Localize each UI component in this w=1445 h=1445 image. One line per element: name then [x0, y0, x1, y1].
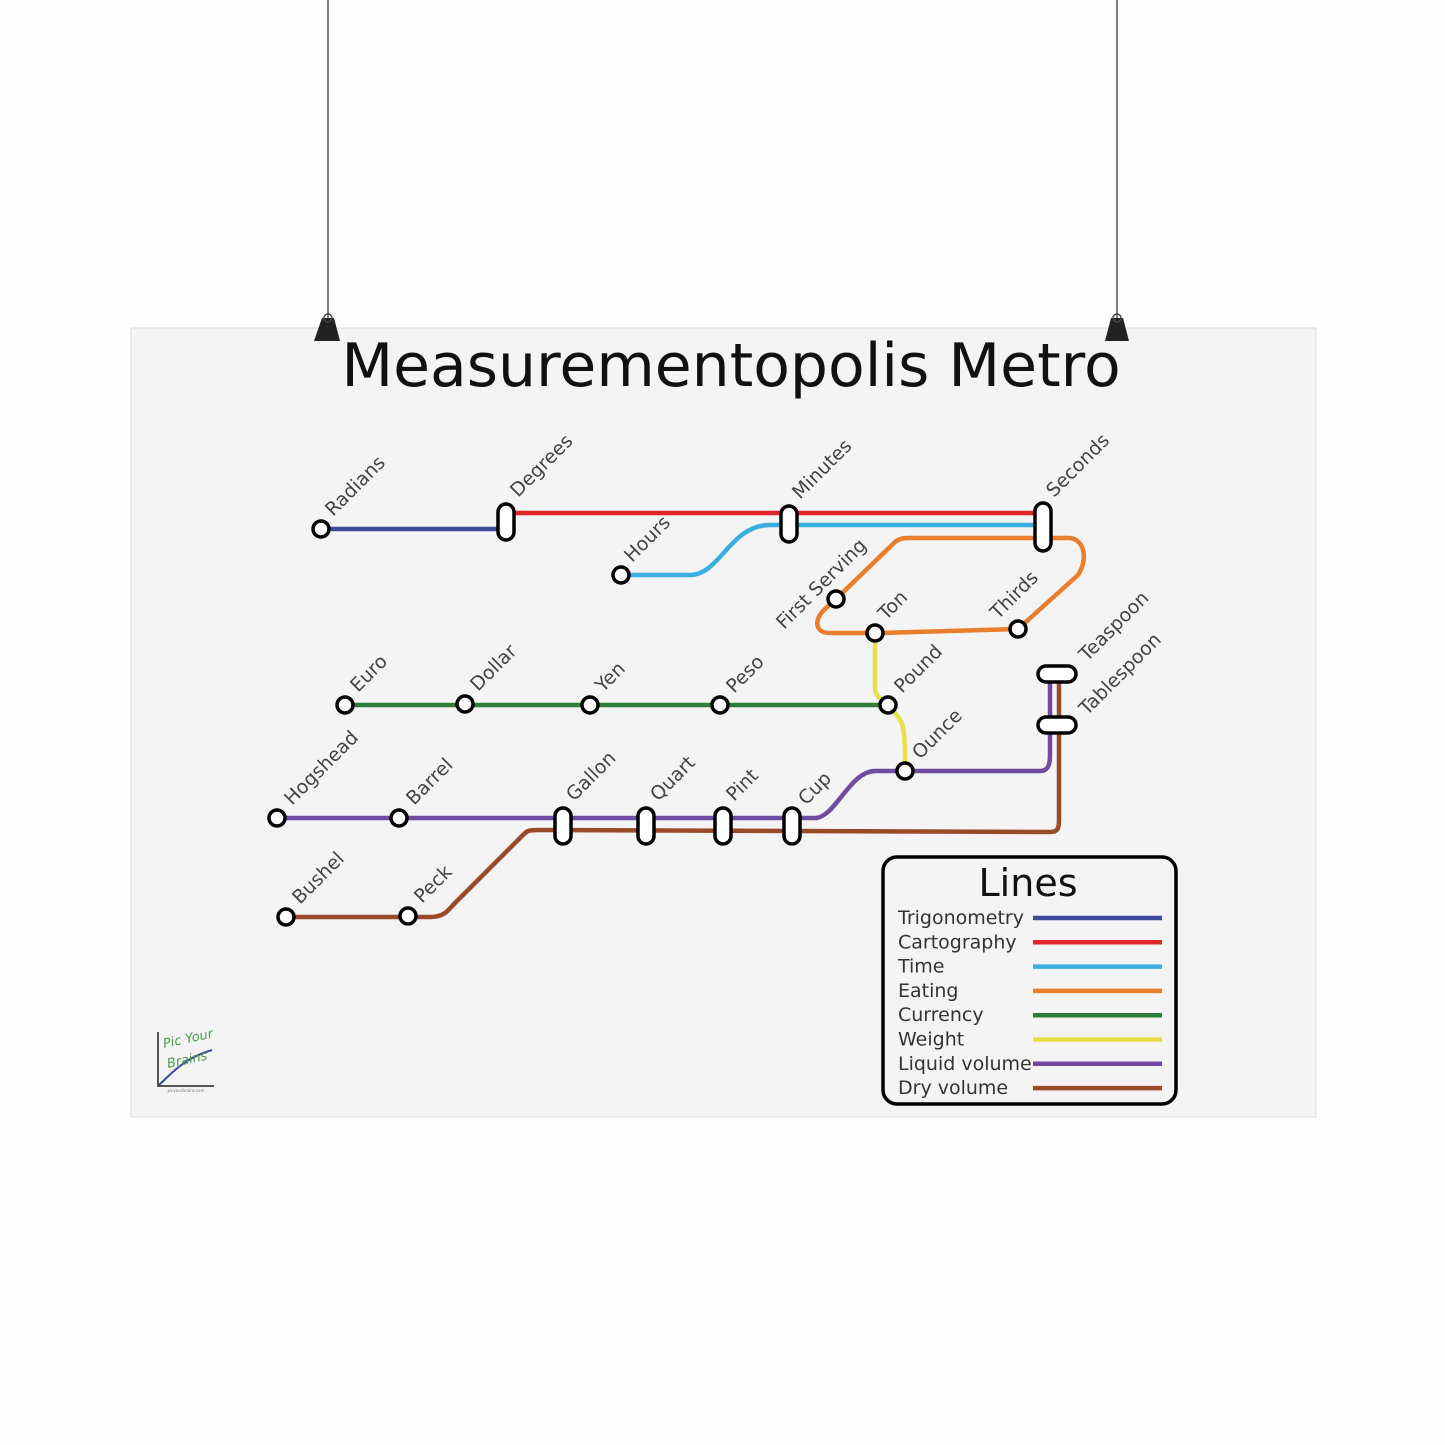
legend-label: Eating	[898, 980, 958, 1002]
line-time	[618, 522, 1046, 578]
station-seconds[interactable]	[1033, 501, 1053, 553]
station-thirds[interactable]	[1008, 619, 1028, 639]
station-teaspoon[interactable]	[1036, 664, 1078, 684]
station-pound[interactable]	[878, 695, 898, 715]
station-cup[interactable]	[782, 806, 802, 846]
station-euro[interactable]	[335, 695, 355, 715]
legend-label: Time	[897, 956, 945, 978]
logo-url: picyourbrains.com	[167, 1088, 204, 1093]
legend: Lines TrigonometryCartographyTimeEatingC…	[881, 855, 1178, 1106]
station-pint[interactable]	[713, 806, 733, 846]
legend-label: Cartography	[898, 931, 1017, 953]
station-gallon[interactable]	[553, 806, 573, 846]
station-hogshead[interactable]	[267, 808, 287, 828]
binder-clip-left-icon	[314, 313, 340, 341]
line-dry-volume	[283, 671, 1062, 920]
station-dollar[interactable]	[455, 694, 475, 714]
station-bushel[interactable]	[276, 907, 296, 927]
station-peso[interactable]	[710, 695, 730, 715]
station-radians[interactable]	[311, 519, 331, 539]
legend-title: Lines	[979, 861, 1078, 905]
map-title: Measurementopolis Metro	[341, 331, 1120, 401]
station-first-serving[interactable]	[826, 589, 846, 609]
legend-label: Trigonometry	[897, 907, 1024, 929]
line-eating	[815, 535, 1087, 636]
binder-clip-right-icon	[1105, 313, 1129, 341]
station-hours[interactable]	[611, 565, 631, 585]
station-tablespoon[interactable]	[1036, 715, 1078, 735]
station-barrel[interactable]	[389, 808, 409, 828]
legend-label: Currency	[898, 1004, 984, 1026]
station-ounce[interactable]	[895, 761, 915, 781]
station-degrees[interactable]	[496, 502, 516, 542]
station-quart[interactable]	[636, 806, 656, 846]
station-minutes[interactable]	[779, 504, 799, 544]
line-liquid-volume	[274, 671, 1053, 821]
station-yen[interactable]	[580, 695, 600, 715]
legend-label: Weight	[898, 1029, 964, 1051]
legend-label: Dry volume	[898, 1077, 1008, 1099]
legend-label: Liquid volume	[898, 1053, 1032, 1075]
station-peck[interactable]	[398, 906, 418, 926]
station-ton[interactable]	[865, 623, 885, 643]
